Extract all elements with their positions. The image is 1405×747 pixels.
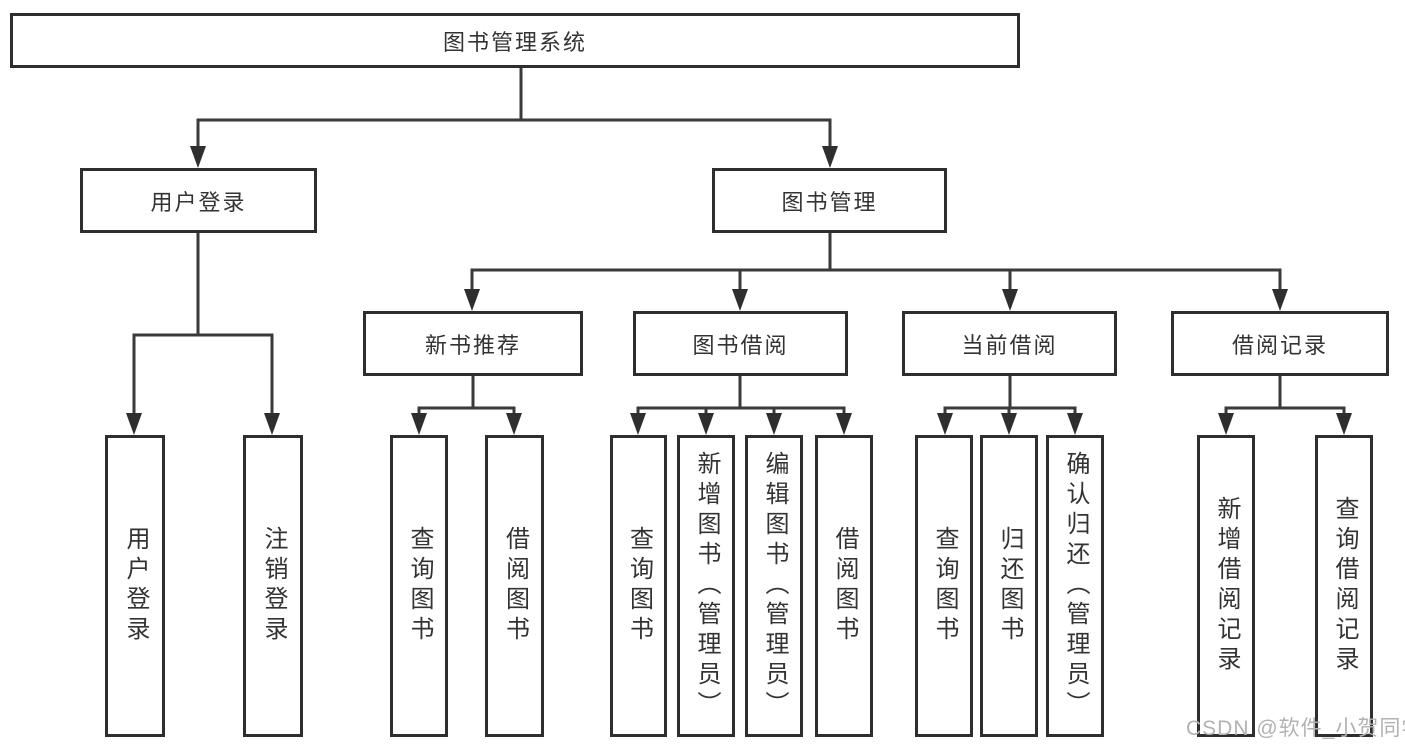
node-book-management: 图书管理 <box>712 168 947 233</box>
leaf-add-borrow-record: 新增借阅记录 <box>1197 435 1255 737</box>
node-label: 借阅图书 <box>831 526 858 646</box>
node-label: 归还图书 <box>996 526 1023 646</box>
leaf-borrow-books: 借阅图书 <box>815 435 873 737</box>
node-label: 当前借阅 <box>961 332 1058 358</box>
leaf-query-books-borrow: 查询图书 <box>610 435 667 737</box>
node-label: 新增图书（管理员） <box>693 451 720 721</box>
node-label: 图书管理 <box>781 189 878 215</box>
node-label: 用户登录 <box>122 526 149 646</box>
node-label: 查询图书 <box>625 526 653 646</box>
node-label: 新增借阅记录 <box>1213 496 1240 676</box>
leaf-add-book-admin: 新增图书（管理员） <box>677 435 735 737</box>
node-library-system: 图书管理系统 <box>10 13 1020 68</box>
node-label: 查询图书 <box>931 526 958 646</box>
node-label: 新书推荐 <box>424 332 521 358</box>
node-borrow-records: 借阅记录 <box>1171 311 1389 376</box>
leaf-query-books-current: 查询图书 <box>915 435 973 737</box>
node-label: 用户登录 <box>150 189 247 215</box>
node-label: 编辑图书（管理员） <box>761 451 788 721</box>
node-label: 查询借阅记录 <box>1331 496 1358 676</box>
node-new-book-recommend: 新书推荐 <box>363 311 583 376</box>
node-label: 注销登录 <box>260 526 287 646</box>
node-book-borrow: 图书借阅 <box>633 311 848 376</box>
node-current-borrow: 当前借阅 <box>902 311 1117 376</box>
node-label: 查询图书 <box>406 526 433 646</box>
leaf-query-borrow-record: 查询借阅记录 <box>1315 435 1373 737</box>
leaf-user-login: 用户登录 <box>105 435 165 737</box>
leaf-return-book: 归还图书 <box>980 435 1038 737</box>
leaf-borrow-books-recommend: 借阅图书 <box>485 435 544 737</box>
leaf-query-books-recommend: 查询图书 <box>390 435 448 737</box>
node-label: 借阅记录 <box>1231 332 1328 358</box>
watermark: CSDN @软件_小贺同学 <box>1186 717 1405 740</box>
leaf-edit-book-admin: 编辑图书（管理员） <box>745 435 803 737</box>
node-label: 借阅图书 <box>501 526 529 646</box>
node-label: 图书管理系统 <box>442 29 587 55</box>
leaf-logout-login: 注销登录 <box>243 435 303 737</box>
node-label: 确认归还（管理员） <box>1062 451 1089 721</box>
node-user-login-branch: 用户登录 <box>80 168 317 233</box>
node-label: 图书借阅 <box>692 332 789 358</box>
leaf-confirm-return-admin: 确认归还（管理员） <box>1046 435 1104 737</box>
